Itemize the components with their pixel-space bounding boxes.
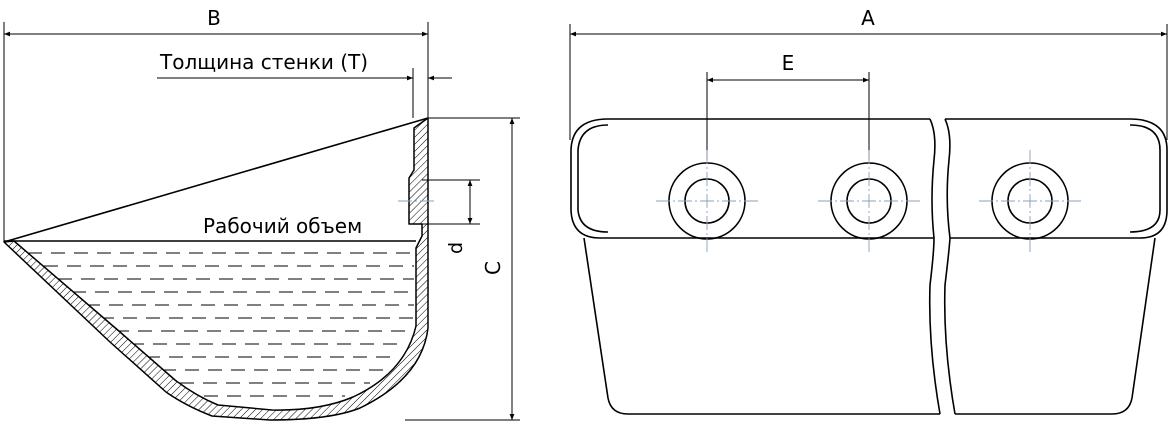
dimension-a-label: A bbox=[861, 6, 875, 30]
front-view-right-section bbox=[943, 118, 1168, 415]
bucket-wall-section bbox=[3, 117, 429, 421]
side-view: B Толщина стенки (T) Рабо bbox=[3, 6, 520, 421]
dimension-e-label: E bbox=[782, 51, 795, 75]
wall-thickness-label: Толщина стенки (T) bbox=[159, 50, 368, 74]
dimension-wall-thickness: Толщина стенки (T) bbox=[157, 50, 452, 118]
liquid-hatch-lines bbox=[28, 252, 414, 397]
dimension-e: E bbox=[706, 51, 870, 160]
dimension-a: A bbox=[569, 6, 1168, 140]
dimension-d: d bbox=[422, 179, 480, 254]
dimension-b-label: B bbox=[207, 6, 221, 30]
front-view-left-section bbox=[570, 118, 941, 415]
working-volume-label: Рабочий объем bbox=[203, 214, 362, 238]
dimension-c-label: C bbox=[481, 261, 505, 275]
bolt-hole-3 bbox=[979, 150, 1081, 252]
bolt-hole-1 bbox=[656, 150, 758, 252]
dimension-c: C bbox=[405, 117, 520, 421]
front-view: A E bbox=[569, 6, 1168, 415]
bolt-hole-2 bbox=[818, 150, 920, 252]
liquid-volume-fill bbox=[14, 241, 416, 411]
dimension-b: B bbox=[3, 6, 429, 242]
bucket-top-edge bbox=[3, 117, 429, 243]
dimension-d-label: d bbox=[445, 242, 467, 254]
